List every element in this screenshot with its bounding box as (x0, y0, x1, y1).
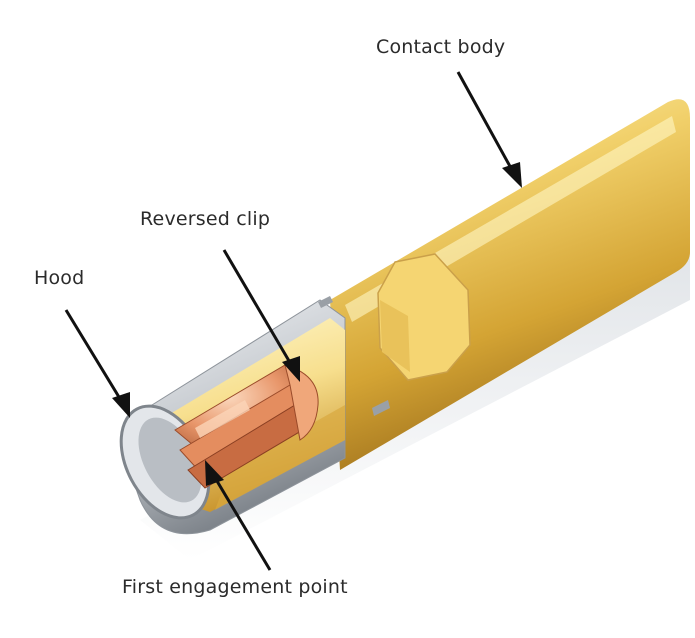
arrow-contact-body (456, 71, 522, 188)
arrow-icon (502, 162, 522, 188)
hood-notch-bottom (372, 400, 390, 416)
hood-notch-top (318, 296, 333, 308)
arrow-icon (205, 460, 224, 486)
cutaway-inner-shade (215, 405, 345, 510)
arrow-hood (64, 309, 130, 418)
callout-reversed-clip: Reversed clip (140, 208, 271, 230)
arrow-first-engagement (205, 460, 272, 571)
callout-contact-body: Contact body (376, 36, 506, 58)
hex-collar-face (380, 300, 410, 372)
callout-first-engagement-point: First engagement point (122, 576, 348, 598)
reversed-clip (174, 364, 319, 489)
arrow-reversed-clip (222, 249, 300, 382)
arrow-icon (282, 356, 300, 382)
arrow-icon (112, 392, 130, 418)
callout-hood: Hood (34, 267, 85, 289)
